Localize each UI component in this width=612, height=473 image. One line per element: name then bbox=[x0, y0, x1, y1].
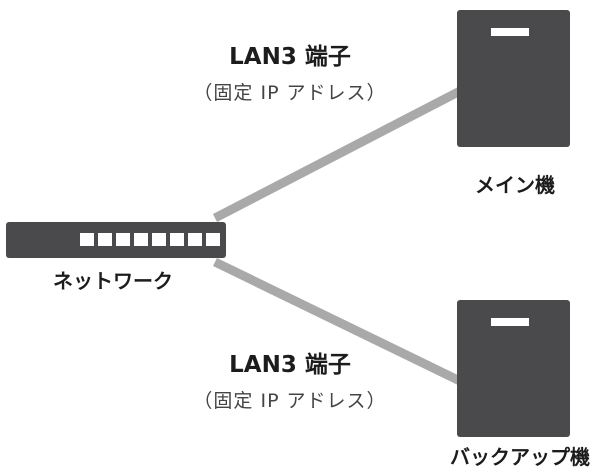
connection-main-subtitle: （固定 IP アドレス） bbox=[193, 82, 387, 104]
backup-server-label: バックアップ機 bbox=[450, 445, 590, 469]
switch-port bbox=[80, 233, 94, 246]
main-server-label: メイン機 bbox=[475, 173, 555, 197]
switch-port bbox=[98, 233, 112, 246]
link-backup bbox=[213, 257, 464, 387]
connection-main-title: LAN3 端子 bbox=[229, 44, 351, 70]
network-switch-icon bbox=[6, 222, 226, 258]
connection-backup-title: LAN3 端子 bbox=[229, 352, 351, 378]
switch-port bbox=[116, 233, 130, 246]
switch-port bbox=[134, 233, 148, 246]
switch-port bbox=[206, 233, 220, 246]
switch-port bbox=[152, 233, 166, 246]
switch-label: ネットワーク bbox=[53, 269, 173, 293]
backup-server-icon bbox=[457, 300, 570, 437]
switch-port bbox=[170, 233, 184, 246]
connection-backup-subtitle: （固定 IP アドレス） bbox=[193, 390, 387, 412]
link-main bbox=[212, 86, 465, 222]
switch-port bbox=[188, 233, 202, 246]
main-server-icon bbox=[457, 10, 570, 147]
